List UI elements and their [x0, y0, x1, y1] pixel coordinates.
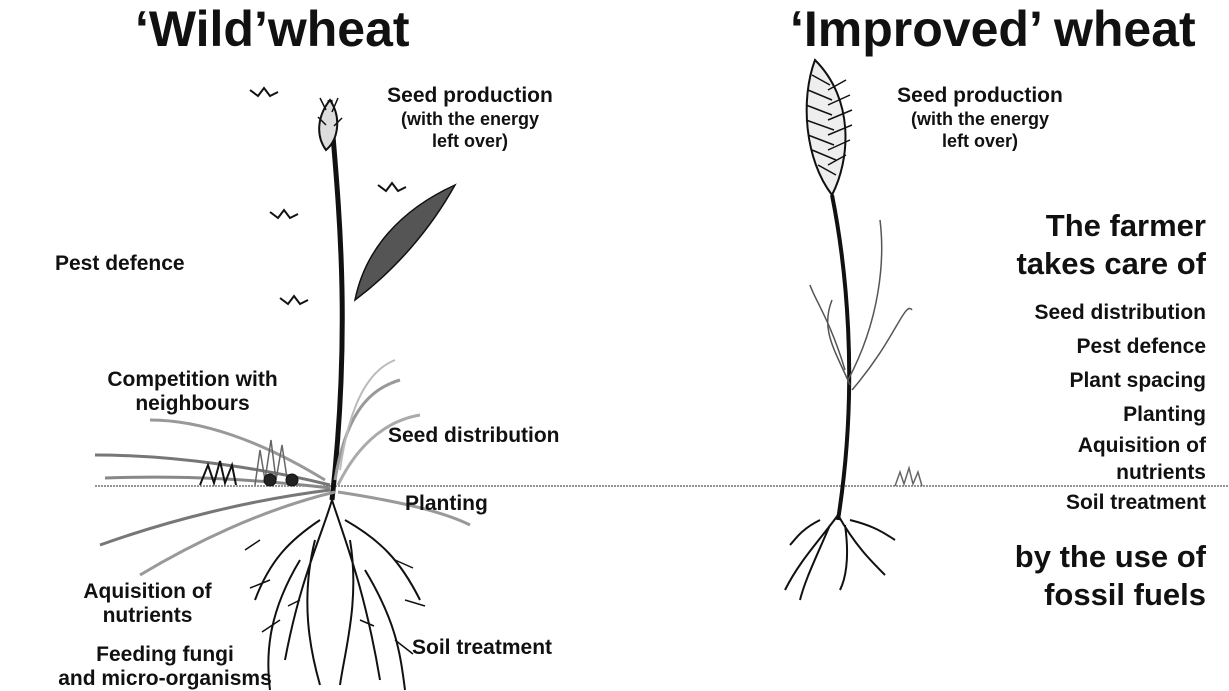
farmer-tasks-list: Seed distribution Pest defence Plant spa…	[900, 296, 1206, 520]
improved-seed-production-block: Seed production (with the energy left ov…	[855, 84, 1105, 152]
farmer-task-item: Planting	[900, 398, 1206, 432]
wild-soil-treatment-label: Soil treatment	[412, 636, 552, 660]
farmer-task-item: Aquisition of	[900, 432, 1206, 460]
wild-seed-production-note-2: left over)	[345, 130, 595, 152]
wild-planting-label: Planting	[405, 492, 488, 516]
wild-seed-production-label: Seed production	[345, 84, 595, 108]
fossil-line-2: fossil fuels	[880, 576, 1206, 614]
farmer-line-2: takes care of	[880, 245, 1206, 283]
improved-seed-production-note-1: (with the energy	[855, 108, 1105, 130]
farmer-task-item: Plant spacing	[900, 364, 1206, 398]
improved-seed-production-label: Seed production	[855, 84, 1105, 108]
wild-pest-defence-label: Pest defence	[55, 252, 185, 276]
wild-competition-line-2: neighbours	[60, 392, 325, 416]
wild-acquisition-line-1: Aquisition of	[40, 580, 255, 604]
farmer-task-item: Soil treatment	[900, 486, 1206, 520]
improved-wheat-title: ‘Improved’ wheat	[790, 0, 1196, 58]
wild-competition-line-1: Competition with	[60, 368, 325, 392]
farmer-block: The farmer takes care of	[880, 207, 1206, 283]
wild-feeding-line-2: and micro-organisms	[0, 667, 330, 691]
farmer-task-item: Pest defence	[900, 330, 1206, 364]
fossil-line-1: by the use of	[880, 538, 1206, 576]
wild-seed-production-block: Seed production (with the energy left ov…	[345, 84, 595, 152]
wild-wheat-title: ‘Wild’wheat	[135, 0, 410, 58]
farmer-task-item: nutrients	[900, 460, 1206, 486]
wild-competition-block: Competition with neighbours	[60, 368, 325, 416]
wild-acquisition-block: Aquisition of nutrients	[40, 580, 255, 628]
wild-feeding-block: Feeding fungi and micro-organisms	[0, 643, 330, 691]
farmer-task-item: Seed distribution	[900, 296, 1206, 330]
wild-feeding-line-1: Feeding fungi	[0, 643, 330, 667]
wild-seed-production-note-1: (with the energy	[345, 108, 595, 130]
fossil-fuels-block: by the use of fossil fuels	[880, 538, 1206, 614]
wild-acquisition-line-2: nutrients	[40, 604, 255, 628]
farmer-line-1: The farmer	[880, 207, 1206, 245]
improved-seed-production-note-2: left over)	[855, 130, 1105, 152]
wild-seed-distribution-label: Seed distribution	[388, 424, 560, 448]
